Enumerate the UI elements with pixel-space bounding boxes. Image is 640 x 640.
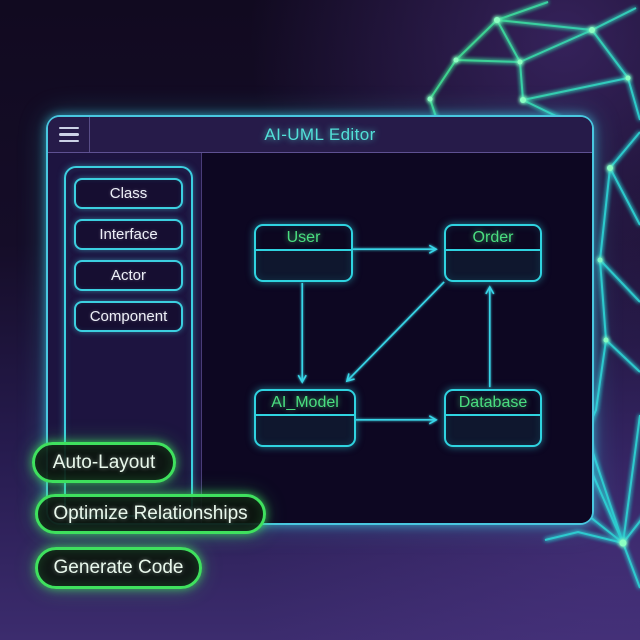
uml-node-order-body bbox=[446, 251, 540, 280]
uml-node-database[interactable]: Database bbox=[444, 389, 542, 447]
window-body: Class Interface Actor Component bbox=[48, 153, 592, 523]
diagram-edges bbox=[297, 244, 495, 425]
hamburger-icon bbox=[58, 126, 79, 143]
uml-node-order[interactable]: Order bbox=[444, 224, 542, 282]
uml-node-user-body bbox=[256, 251, 351, 280]
uml-node-user-label: User bbox=[256, 226, 351, 251]
uml-node-database-body bbox=[446, 416, 540, 445]
uml-node-database-label: Database bbox=[446, 391, 540, 416]
edge-order-to-ai-model bbox=[345, 281, 445, 383]
sidebar-item-interface[interactable]: Interface bbox=[74, 219, 183, 250]
uml-node-ai-model[interactable]: AI_Model bbox=[254, 389, 356, 447]
uml-node-ai-model-body bbox=[256, 416, 354, 445]
uml-node-order-label: Order bbox=[446, 226, 540, 251]
window-title: AI-UML Editor bbox=[264, 124, 376, 144]
auto-layout-button[interactable]: Auto-Layout bbox=[32, 442, 176, 483]
diagram-canvas[interactable]: User Order AI_Model Database bbox=[202, 153, 592, 523]
uml-node-ai-model-label: AI_Model bbox=[256, 391, 354, 416]
sidebar-item-component[interactable]: Component bbox=[74, 301, 183, 332]
generate-code-button[interactable]: Generate Code bbox=[35, 547, 202, 589]
optimize-relationships-button[interactable]: Optimize Relationships bbox=[35, 494, 266, 534]
uml-node-user[interactable]: User bbox=[254, 224, 353, 282]
title-bar: AI-UML Editor bbox=[48, 117, 592, 153]
sidebar-item-class[interactable]: Class bbox=[74, 178, 183, 209]
menu-button[interactable] bbox=[48, 117, 90, 152]
sidebar-item-actor[interactable]: Actor bbox=[74, 260, 183, 291]
